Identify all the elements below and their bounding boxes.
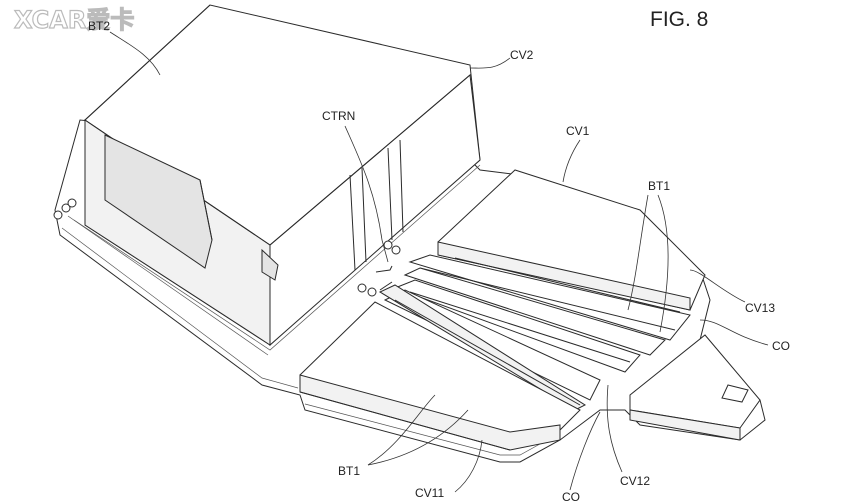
leader-bt1-bottom-b	[367, 409, 469, 466]
label-ctrn: CTRN	[322, 109, 355, 123]
watermark-logo: XCAR爱卡	[14, 6, 134, 34]
module-cv11	[299, 301, 581, 451]
leader-ctrn	[344, 125, 389, 263]
leader-bt1-top-a	[627, 194, 649, 311]
label-cv13: CV13	[745, 301, 775, 315]
leader-cv11	[454, 439, 483, 493]
label-cv1: CV1	[566, 124, 590, 138]
channel-strips	[378, 254, 691, 411]
leader-co-right	[699, 319, 769, 346]
leader-cv13	[689, 269, 746, 303]
figure-title: FIG. 8	[650, 8, 708, 31]
leader-lines	[109, 31, 769, 493]
module-co	[629, 334, 761, 441]
leader-bt1-top-b	[657, 194, 669, 333]
label-co-bottom: CO	[562, 490, 580, 502]
label-co-right: CO	[772, 339, 790, 353]
leader-cv1	[562, 139, 581, 183]
leader-cv12	[606, 384, 623, 473]
leader-bt1-bottom-a	[367, 394, 436, 466]
leader-co-bottom	[569, 411, 601, 491]
module-bt2	[67, 4, 481, 356]
leader-cv2	[469, 57, 511, 69]
label-cv2: CV2	[510, 48, 534, 62]
leader-bt2	[109, 31, 161, 76]
label-bt1-top: BT1	[648, 179, 670, 193]
label-bt2: BT2	[88, 19, 110, 33]
module-cv1-top	[437, 169, 706, 313]
label-bt1-bottom: BT1	[338, 464, 360, 478]
ctrn-arrow	[375, 265, 393, 291]
fasteners	[53, 198, 401, 297]
label-cv12: CV12	[620, 474, 650, 488]
label-cv11: CV11	[415, 486, 444, 500]
